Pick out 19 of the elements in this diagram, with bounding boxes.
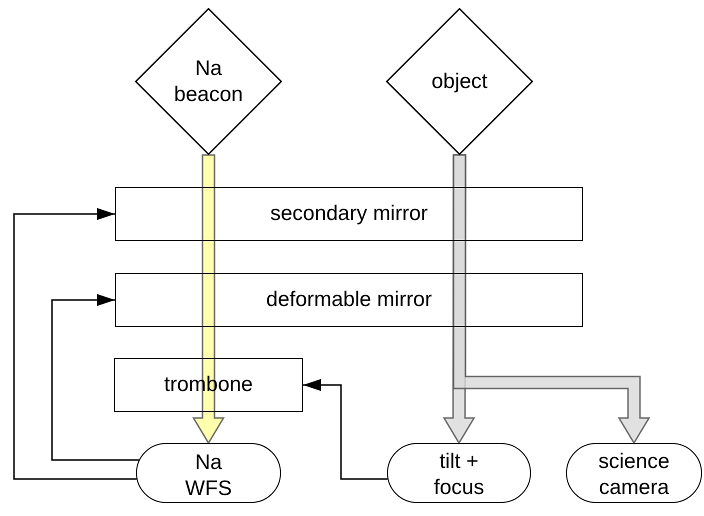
node-label: object	[431, 68, 488, 94]
rounded-box	[566, 443, 702, 503]
source-diamond	[386, 8, 533, 155]
block-arrow	[192, 154, 225, 444]
rounded-box	[136, 443, 281, 503]
process-box	[115, 187, 583, 241]
source-diamond	[135, 8, 282, 155]
node-label: tilt + focus	[432, 449, 486, 501]
node-label: Na beacon	[173, 56, 244, 108]
arrow	[51, 294, 139, 461]
node-label: deformable mirror	[266, 287, 432, 313]
arrow	[303, 379, 388, 480]
node-label: science camera	[597, 449, 671, 501]
rounded-box	[387, 443, 531, 503]
node-label: secondary mirror	[270, 201, 428, 227]
arrow	[13, 208, 137, 480]
process-box	[115, 273, 583, 327]
block-arrow	[452, 154, 650, 444]
node-label: Na WFS	[184, 450, 233, 502]
